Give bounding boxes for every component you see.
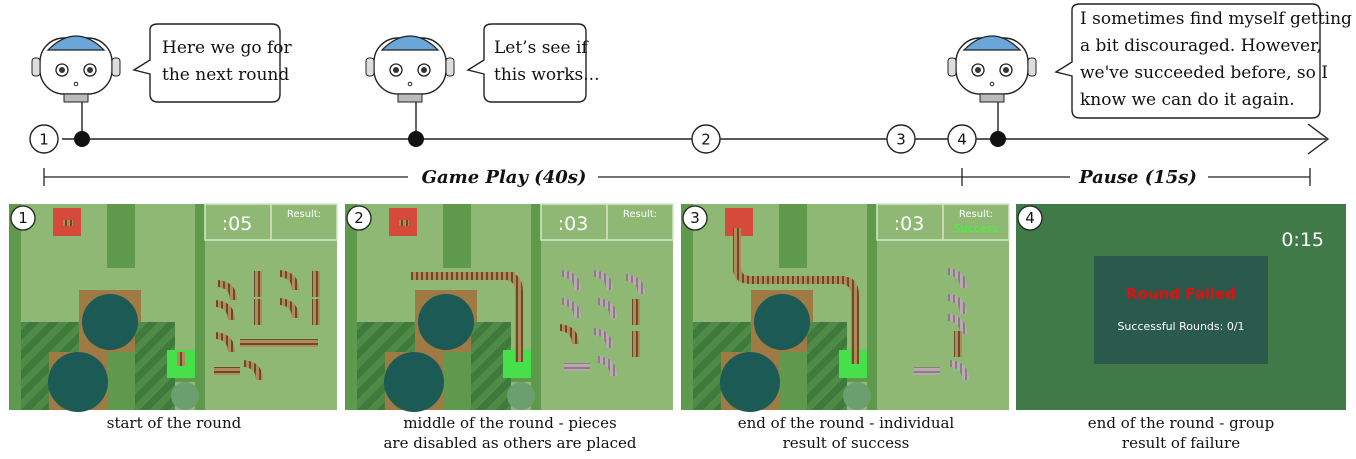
caption-2-line-2: are disabled as others are placed (383, 434, 637, 452)
marker-3: 3 (886, 124, 916, 154)
result-label: Result: (623, 209, 657, 220)
panel-4-badge: 4 (1017, 205, 1043, 231)
caption-1-line-1: start of the round (106, 414, 242, 432)
panel-1: :05 Result: 1 (9, 203, 338, 412)
marker-4: 4 (947, 124, 977, 154)
event-dot-3 (990, 131, 1006, 147)
panel-3-badge: 3 (682, 205, 708, 231)
svg-text:3: 3 (690, 209, 700, 227)
svg-text:2: 2 (701, 131, 711, 149)
speech-1-line-2: the next round (162, 65, 289, 85)
caption-4-line-2: result of failure (1121, 434, 1241, 452)
successful-rounds-text: Successful Rounds: 0/1 (1117, 320, 1244, 333)
caption-1: start of the round (9, 413, 339, 433)
timer: :03 (894, 213, 925, 235)
svg-text:4: 4 (1025, 209, 1035, 227)
svg-text:3: 3 (896, 131, 906, 149)
speech-3-line-4: know we can do it again. (1080, 90, 1295, 110)
caption-4: end of the round - group result of failu… (1016, 413, 1346, 453)
phase-pause: Pause (15s) (1078, 167, 1197, 188)
caption-3: end of the round - individual result of … (681, 413, 1011, 453)
speech-bubble-1 (132, 23, 281, 103)
speech-bubble-3 (1054, 3, 1321, 119)
robot-1 (31, 35, 121, 138)
result-label: Result: (959, 209, 993, 220)
panel-4: 0:15 Round Failed Successful Rounds: 0/1… (1016, 204, 1346, 410)
phase-game-play: Game Play (40s) (422, 167, 587, 188)
speech-2-line-1: Let’s see if (494, 38, 589, 58)
speech-bubble-2 (466, 23, 587, 103)
speech-2-line-2: this works... (494, 65, 600, 85)
round-failed-text: Round Failed (1126, 285, 1236, 303)
panel-2: :03 Result: 2 (345, 203, 674, 412)
svg-text:1: 1 (39, 131, 49, 149)
caption-2: middle of the round - pieces are disable… (345, 413, 675, 453)
speech-3-line-3: we've succeeded before, so I (1080, 63, 1328, 83)
caption-3-line-1: end of the round - individual (737, 414, 955, 432)
placed-track (411, 272, 523, 362)
event-dot-2 (408, 131, 424, 147)
svg-text:2: 2 (354, 209, 364, 227)
result-label: Result: (287, 209, 321, 220)
marker-1: 1 (29, 124, 59, 154)
pause-timer: 0:15 (1281, 229, 1324, 251)
timer: :05 (222, 213, 253, 235)
result-dialog (1094, 256, 1268, 364)
speech-1-line-1: Here we go for (162, 38, 293, 58)
completed-track (733, 228, 859, 364)
game-screenshots: :05 Result: 1 (9, 203, 1346, 412)
svg-text:4: 4 (957, 131, 967, 149)
speech-3-line-1: I sometimes find myself getting (1080, 9, 1352, 29)
caption-3-line-2: result of success (782, 434, 910, 452)
marker-2: 2 (691, 124, 721, 154)
panel-1-badge: 1 (10, 205, 36, 231)
panel-2-badge: 2 (346, 205, 372, 231)
timeline-diagram: Here we go for the next round Let’s see … (29, 3, 1352, 188)
caption-2-line-1: middle of the round - pieces (403, 414, 617, 432)
panel-3: :03 Result: Success 3 (681, 203, 1010, 412)
caption-4-line-1: end of the round - group (1087, 414, 1275, 432)
timeline-arrowhead (1307, 123, 1330, 155)
robot-3 (947, 35, 1037, 138)
result-success: Success (954, 222, 999, 235)
speech-3-line-2: a bit discouraged. However, (1080, 36, 1322, 56)
timer: :03 (558, 213, 589, 235)
robot-2 (365, 35, 455, 138)
event-dot-1 (74, 131, 90, 147)
svg-text:1: 1 (18, 209, 28, 227)
